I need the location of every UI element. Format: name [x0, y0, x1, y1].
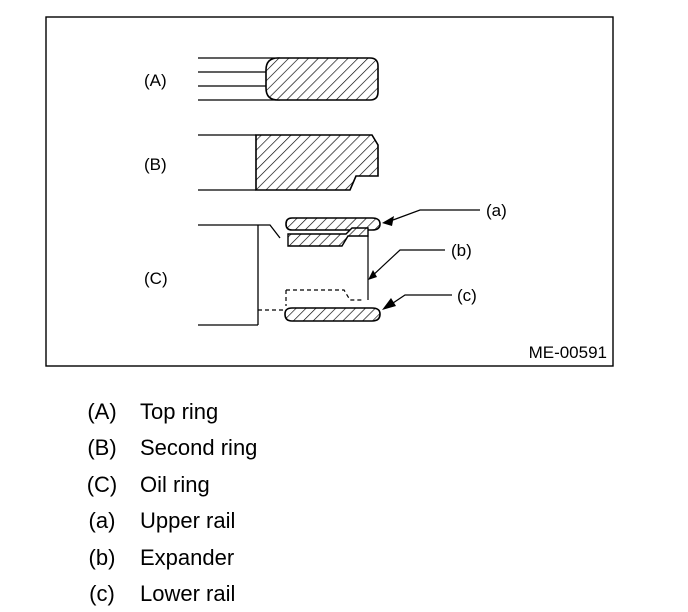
label-expander: (b)	[451, 241, 472, 260]
legend-text: Expander	[140, 544, 235, 570]
legend-text: Top ring	[140, 399, 219, 424]
figure-code: ME-00591	[529, 343, 607, 362]
legend-key: (b)	[88, 544, 116, 570]
figure-frame	[45, 16, 614, 367]
top-ring-section	[265, 57, 379, 101]
label-upper-rail: (a)	[486, 201, 507, 220]
second-ring-drawing	[198, 134, 379, 191]
lower-rail-section	[284, 307, 381, 322]
legend-key: (A)	[87, 399, 117, 424]
second-ring-section	[255, 134, 379, 191]
top-ring-drawing	[198, 57, 379, 101]
label-oil-ring: (C)	[144, 269, 168, 288]
legend-text: Lower rail	[140, 580, 236, 606]
legend-text: Second ring	[140, 435, 258, 461]
legend-key: (C)	[86, 471, 118, 497]
piston-ring-diagram: (A) (B) (C) (a) (b) (c) ME-00591	[45, 16, 614, 367]
label-lower-rail: (c)	[457, 286, 477, 305]
upper-rail-section	[285, 217, 381, 231]
oil-ring-drawing	[198, 217, 381, 326]
legend-key: (c)	[89, 580, 115, 606]
leader-lines	[368, 209, 480, 310]
label-second-ring: (B)	[144, 155, 167, 174]
legend-key: (B)	[87, 435, 117, 461]
label-top-ring: (A)	[144, 71, 167, 90]
legend-text: Upper rail	[140, 508, 236, 534]
legend-key: (a)	[88, 508, 116, 534]
legend-text: Oil ring	[140, 471, 210, 497]
